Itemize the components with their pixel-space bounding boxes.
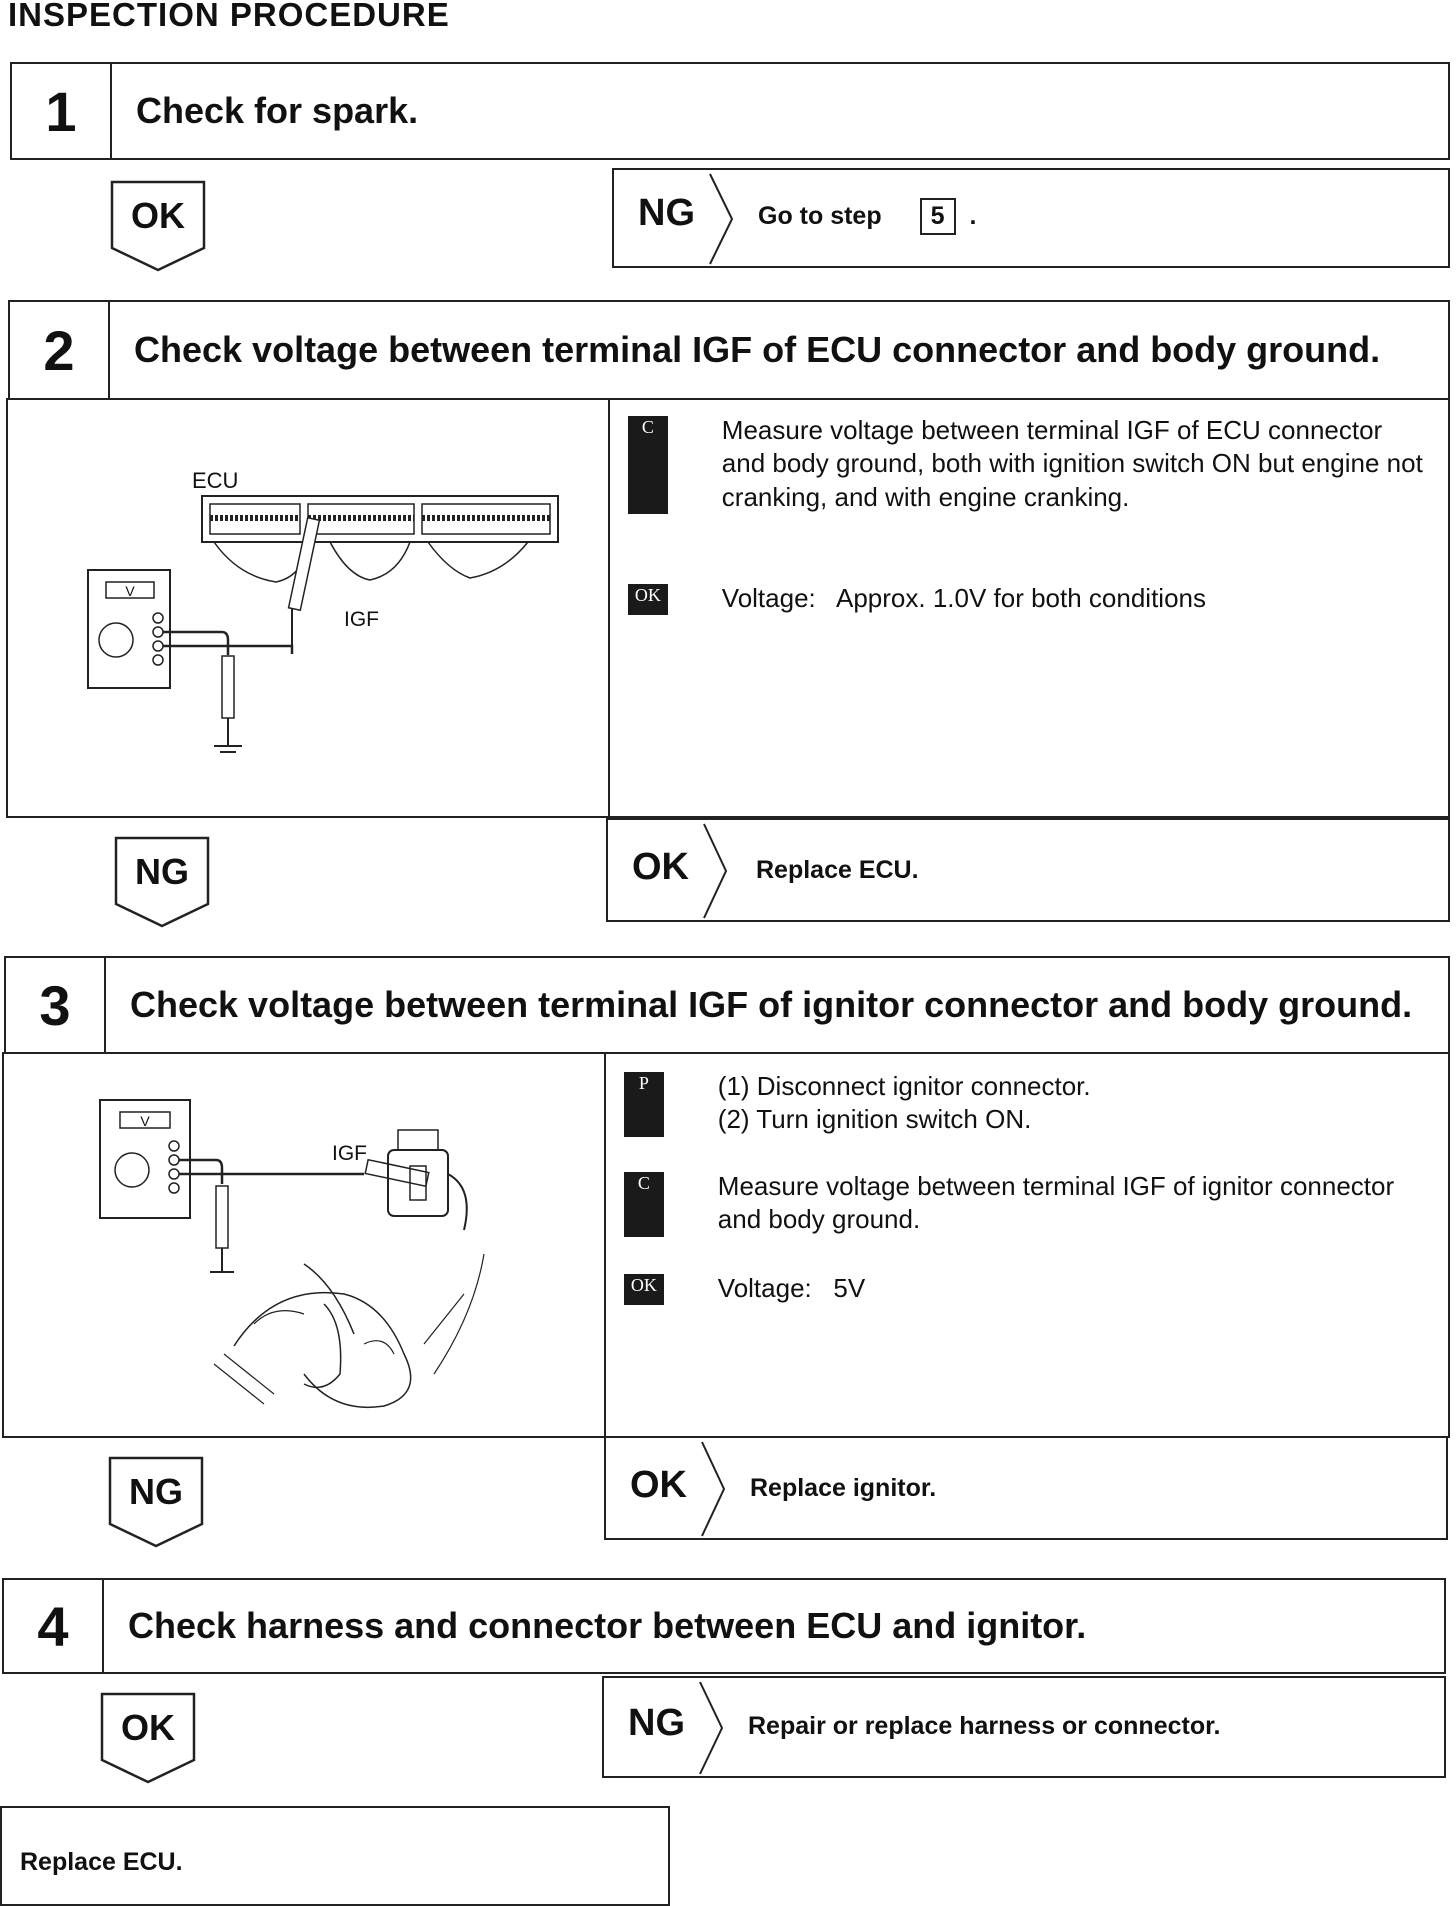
step-4-result-text: Repair or replace harness or connector. [748, 1712, 1221, 1740]
step-2-instruction-ok: OK Voltage: Approx. 1.0V for both condit… [628, 582, 1428, 616]
step-3-ng-arrow: NG [108, 1456, 204, 1548]
final-action-box: Replace ECU. [0, 1806, 670, 1906]
step-2-header: 2 Check voltage between terminal IGF of … [8, 300, 1450, 400]
step-3-number: 3 [6, 958, 106, 1052]
step-2-down-label: NG [135, 851, 189, 892]
step-1-result-tag: NG [638, 192, 695, 234]
step-4-number: 4 [4, 1580, 104, 1672]
ecu-label: ECU [192, 468, 238, 493]
igf-label: IGF [344, 608, 379, 631]
step-4-ok-arrow: OK [100, 1692, 196, 1784]
step-3-instruction-ok-text: Voltage: 5V [717, 1273, 866, 1303]
step-3-result: OK Replace ignitor. [604, 1436, 1448, 1540]
step-4-result: NG Repair or replace harness or connecto… [602, 1676, 1446, 1778]
step-1-title: Check for spark. [136, 89, 419, 131]
step-3-header: 3 Check voltage between terminal IGF of … [4, 956, 1450, 1054]
step-3-instructions-panel: P (1) Disconnect ignitor connector. (2) … [604, 1052, 1450, 1438]
chevron-icon [701, 1441, 726, 1537]
step-3-tag-c: C [624, 1172, 664, 1237]
step-3-instruction-c: C Measure voltage between terminal IGF o… [624, 1170, 1424, 1237]
step-4-header: 4 Check harness and connector between EC… [2, 1578, 1446, 1674]
step-2-number: 2 [10, 302, 110, 398]
meter-label: V [125, 583, 135, 599]
step-3-tag-p: P [624, 1072, 664, 1137]
step-1-number: 1 [12, 64, 112, 158]
step-2-result-text: Replace ECU. [756, 856, 919, 884]
step-1-ok-arrow: OK [110, 180, 206, 272]
step-2-result-tag: OK [632, 846, 689, 888]
step-3-result-text: Replace ignitor. [750, 1474, 937, 1502]
step-2-instruction-c: C Measure voltage between terminal IGF o… [628, 414, 1428, 514]
igf-label: IGF [332, 1142, 367, 1165]
step-2-tag-ok: OK [628, 584, 668, 616]
step-2-instruction-ok-text: Voltage: Approx. 1.0V for both condition… [721, 583, 1206, 613]
step-3-instruction-p-text: (1) Disconnect ignitor connector. (2) Tu… [717, 1071, 1091, 1135]
ignitor-voltage-diagram: V IGF [99, 1099, 485, 1409]
step-2-instructions-panel: C Measure voltage between terminal IGF o… [608, 398, 1450, 818]
step-1-header: 1 Check for spark. [10, 62, 1450, 160]
step-3-instruction-p: P (1) Disconnect ignitor connector. (2) … [624, 1070, 1424, 1137]
step-3-result-tag: OK [630, 1464, 687, 1506]
final-action-text: Replace ECU. [20, 1848, 183, 1876]
step-ref: 5 [919, 198, 956, 235]
step-3-instruction-c-text: Measure voltage between terminal IGF of … [717, 1171, 1395, 1235]
ecu-voltage-diagram: ECU IGF V [87, 468, 559, 753]
chevron-icon [699, 1681, 724, 1775]
step-2-instruction-c-text: Measure voltage between terminal IGF of … [721, 415, 1423, 512]
chevron-icon [709, 173, 734, 265]
step-3-instruction-ok: OK Voltage: 5V [624, 1272, 1424, 1306]
step-3-down-label: NG [129, 1471, 183, 1512]
step-4-title: Check harness and connector between ECU … [128, 1604, 1087, 1646]
step-2-ng-arrow: NG [114, 836, 210, 928]
meter-label: V [140, 1113, 150, 1129]
step-4-down-label: OK [121, 1707, 175, 1748]
step-1-down-label: OK [131, 195, 185, 236]
step-2-result: OK Replace ECU. [606, 818, 1450, 922]
page-title: INSPECTION PROCEDURE [8, 0, 450, 33]
step-4-result-tag: NG [628, 1702, 685, 1744]
step-3-diagram-panel: V IGF [2, 1052, 606, 1438]
step-3-tag-ok: OK [624, 1274, 664, 1306]
step-2-tag-c: C [628, 416, 668, 514]
step-3-title: Check voltage between terminal IGF of ig… [130, 983, 1413, 1025]
step-2-diagram-panel: ECU IGF V [6, 398, 610, 818]
step-2-title: Check voltage between terminal IGF of EC… [134, 328, 1381, 370]
chevron-icon [703, 823, 728, 919]
